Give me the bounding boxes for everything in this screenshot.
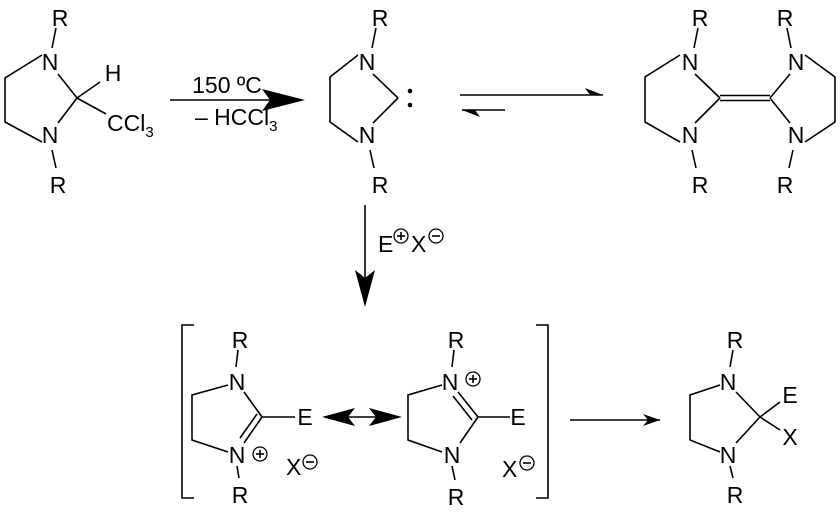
minus-charge-icon [519, 455, 535, 471]
atom-r: R [232, 327, 249, 353]
atom-e: E [297, 404, 312, 430]
atom-e: E [782, 382, 797, 408]
atom-r: R [448, 484, 465, 510]
atom-r: R [692, 5, 709, 31]
atom-x: X [782, 424, 797, 450]
atom-n: N [42, 49, 59, 75]
reaction-arrow-heat: 150 ºC – HCCl3 [170, 72, 305, 135]
atom-n: N [444, 442, 461, 468]
reaction-arrow-electrophile: E X [355, 205, 444, 307]
right-bracket [536, 324, 549, 499]
reaction-arrow-collapse [570, 414, 660, 426]
atom-n: N [682, 49, 699, 75]
atom-n: N [359, 122, 376, 148]
atom-n: N [42, 122, 59, 148]
atom-n: N [229, 369, 246, 395]
plus-charge-icon [252, 446, 268, 462]
atom-r: R [448, 327, 465, 353]
lone-pair-dot [407, 102, 413, 108]
atom-e: E [510, 404, 525, 430]
atom-n: N [229, 442, 246, 468]
atom-r: R [692, 172, 709, 198]
reactant-imidazolidine: R N H CCl3 N R [4, 5, 154, 198]
left-bracket [181, 324, 194, 499]
atom-r: R [777, 172, 794, 198]
carbene: R N N R [329, 5, 413, 198]
product-imidazolidine: R N E X N R [689, 327, 798, 508]
minus-charge-icon [428, 228, 444, 244]
enetetramine-dimer: R N N R R N N R [644, 5, 836, 198]
atom-n: N [720, 369, 737, 395]
minus-charge-icon [302, 454, 318, 470]
atom-r: R [727, 327, 744, 353]
reagent-temperature: 150 ºC [192, 72, 262, 98]
atom-r: R [727, 482, 744, 508]
atom-h: H [105, 60, 122, 86]
reagent-byproduct: – HCCl3 [195, 104, 277, 135]
atom-n: N [359, 49, 376, 75]
atom-r: R [52, 5, 69, 31]
atom-n: N [442, 369, 459, 395]
counterion-label: X [411, 231, 426, 257]
plus-charge-icon [393, 228, 409, 244]
ccl3-group: CCl3 [107, 110, 154, 141]
amidinium-resonance-b: R N E N R X [407, 327, 535, 510]
counterion-x: X [286, 454, 301, 480]
amidinium-resonance-a: R N E N R X [191, 327, 318, 508]
atom-n: N [788, 49, 805, 75]
lone-pair-dot [407, 88, 413, 94]
plus-charge-icon [465, 371, 481, 387]
atom-r: R [372, 172, 389, 198]
resonance-arrow [322, 408, 402, 426]
counterion-x: X [502, 456, 517, 482]
atom-n: N [682, 122, 699, 148]
atom-r: R [372, 5, 389, 31]
atom-r: R [232, 482, 249, 508]
electrophile-label: E [378, 231, 393, 257]
atom-n: N [788, 122, 805, 148]
atom-n: N [720, 442, 737, 468]
equilibrium-arrows [460, 88, 603, 117]
atom-r: R [50, 172, 67, 198]
atom-r: R [777, 5, 794, 31]
